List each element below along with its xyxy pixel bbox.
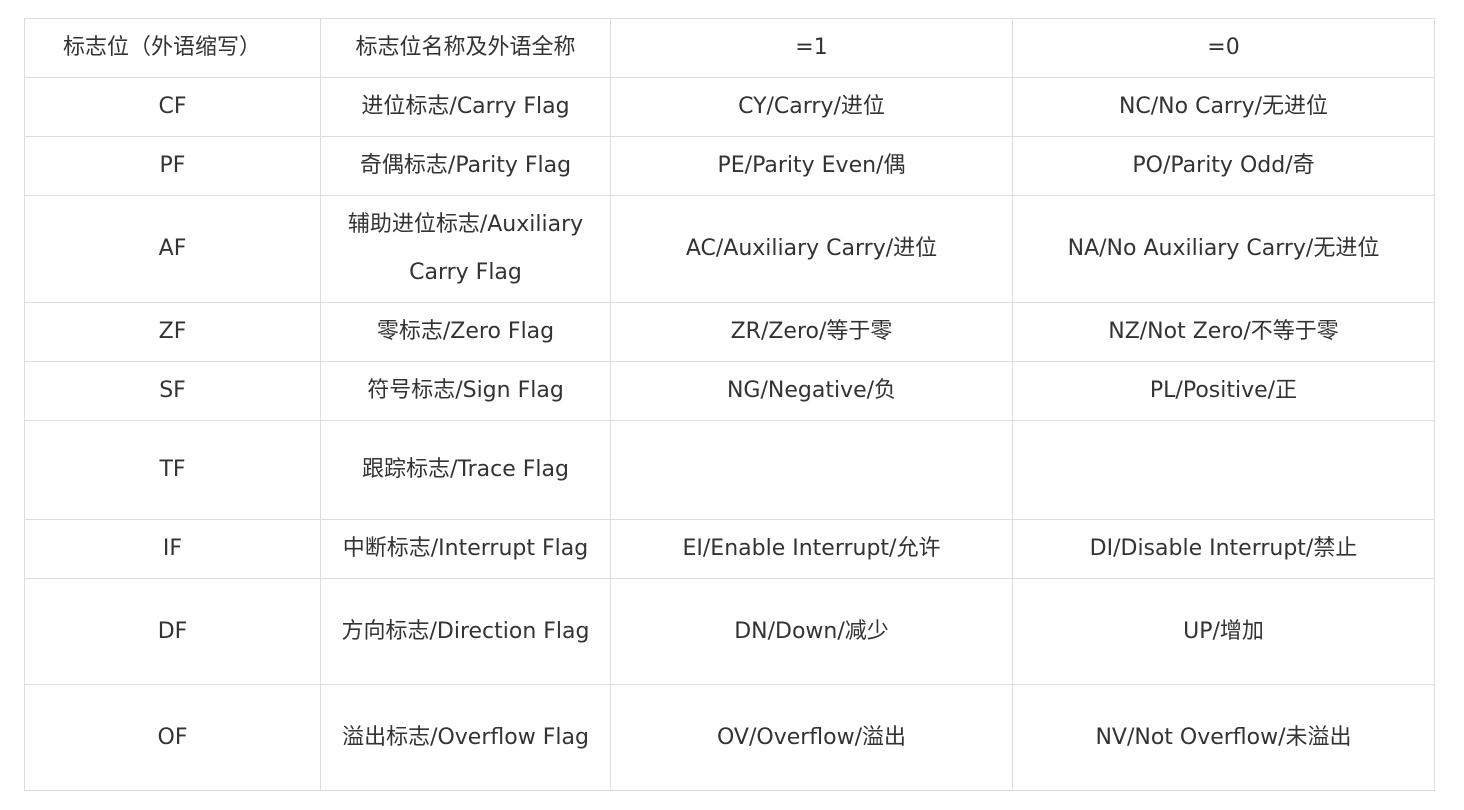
cell-abbr: OF (24, 684, 321, 791)
cell-set: ZR/Zero/等于零 (610, 302, 1013, 362)
header-cell-clear: =0 (1012, 18, 1435, 78)
cell-clear: DI/Disable Interrupt/禁止 (1012, 519, 1435, 579)
cell-clear: NZ/Not Zero/不等于零 (1012, 302, 1435, 362)
cell-name: 进位标志/Carry Flag (320, 77, 611, 137)
table-row: IF 中断标志/Interrupt Flag EI/Enable Interru… (24, 519, 1435, 579)
header-cell-abbr: 标志位（外语缩写） (24, 18, 321, 78)
table-header-row: 标志位（外语缩写） 标志位名称及外语全称 =1 =0 (24, 18, 1435, 78)
table-row: PF 奇偶标志/Parity Flag PE/Parity Even/偶 PO/… (24, 136, 1435, 196)
cell-set: OV/Overflow/溢出 (610, 684, 1013, 791)
cell-abbr: AF (24, 195, 321, 303)
cell-set: AC/Auxiliary Carry/进位 (610, 195, 1013, 303)
cell-abbr: TF (24, 420, 321, 520)
cell-set: PE/Parity Even/偶 (610, 136, 1013, 196)
cell-set: EI/Enable Interrupt/允许 (610, 519, 1013, 579)
cell-set (610, 420, 1013, 520)
cell-name: 奇偶标志/Parity Flag (320, 136, 611, 196)
cell-name: 零标志/Zero Flag (320, 302, 611, 362)
cell-clear: PL/Positive/正 (1012, 361, 1435, 421)
table-row: AF 辅助进位标志/Auxiliary Carry Flag AC/Auxili… (24, 195, 1435, 303)
cell-clear: NV/Not Overflow/未溢出 (1012, 684, 1435, 791)
cell-name: 方向标志/Direction Flag (320, 578, 611, 685)
cell-clear: NA/No Auxiliary Carry/无进位 (1012, 195, 1435, 303)
table-row: OF 溢出标志/Overflow Flag OV/Overflow/溢出 NV/… (24, 684, 1435, 791)
cell-abbr: SF (24, 361, 321, 421)
cell-name: 符号标志/Sign Flag (320, 361, 611, 421)
header-cell-name: 标志位名称及外语全称 (320, 18, 611, 78)
table-row: ZF 零标志/Zero Flag ZR/Zero/等于零 NZ/Not Zero… (24, 302, 1435, 362)
cell-abbr: PF (24, 136, 321, 196)
cell-name: 溢出标志/Overflow Flag (320, 684, 611, 791)
cell-clear: NC/No Carry/无进位 (1012, 77, 1435, 137)
cell-abbr: DF (24, 578, 321, 685)
cell-clear (1012, 420, 1435, 520)
cell-abbr: CF (24, 77, 321, 137)
cell-name: 中断标志/Interrupt Flag (320, 519, 611, 579)
header-cell-set: =1 (610, 18, 1013, 78)
table-row: CF 进位标志/Carry Flag CY/Carry/进位 NC/No Car… (24, 77, 1435, 137)
table-row: SF 符号标志/Sign Flag NG/Negative/负 PL/Posit… (24, 361, 1435, 421)
cell-abbr: ZF (24, 302, 321, 362)
cell-set: NG/Negative/负 (610, 361, 1013, 421)
table-row: DF 方向标志/Direction Flag DN/Down/减少 UP/增加 (24, 578, 1435, 685)
cell-name: 跟踪标志/Trace Flag (320, 420, 611, 520)
cell-name: 辅助进位标志/Auxiliary Carry Flag (320, 195, 611, 303)
cell-abbr: IF (24, 519, 321, 579)
flags-table: 标志位（外语缩写） 标志位名称及外语全称 =1 =0 CF 进位标志/Carry… (24, 18, 1435, 791)
cell-set: CY/Carry/进位 (610, 77, 1013, 137)
cell-set: DN/Down/减少 (610, 578, 1013, 685)
cell-clear: PO/Parity Odd/奇 (1012, 136, 1435, 196)
cell-clear: UP/增加 (1012, 578, 1435, 685)
table-row: TF 跟踪标志/Trace Flag (24, 420, 1435, 520)
